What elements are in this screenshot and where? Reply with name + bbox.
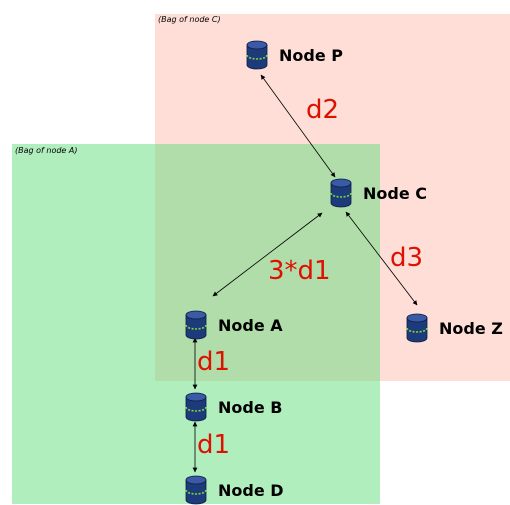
database-icon xyxy=(330,178,352,208)
database-icon xyxy=(185,475,207,505)
node-p-label: Node P xyxy=(279,45,343,65)
node-d-label: Node D xyxy=(218,480,284,500)
database-icon xyxy=(185,392,207,422)
node-a: Node A xyxy=(184,310,283,340)
node-a-label: Node A xyxy=(218,315,283,335)
database-icon xyxy=(246,40,268,70)
node-z: Node Z xyxy=(405,313,503,343)
node-c-label: Node C xyxy=(363,183,427,203)
distance-p-c: d2 xyxy=(306,95,340,125)
node-p: Node P xyxy=(245,40,343,70)
edge-p-c xyxy=(260,74,336,178)
distance-a-c: 3*d1 xyxy=(268,256,331,286)
database-icon xyxy=(406,313,428,343)
bag-node-c-label: (Bag of node C) xyxy=(158,15,221,24)
node-z-label: Node Z xyxy=(439,318,503,338)
database-icon xyxy=(185,310,207,340)
distance-a-b: d1 xyxy=(197,347,231,377)
bag-node-a-label: (Bag of node A) xyxy=(15,146,78,155)
node-d: Node D xyxy=(184,475,284,505)
distance-b-d: d1 xyxy=(197,430,231,460)
node-c: Node C xyxy=(329,178,427,208)
edge-a-c xyxy=(212,212,323,297)
node-b: Node B xyxy=(184,392,282,422)
distance-c-z: d3 xyxy=(390,243,424,273)
edge-c-z xyxy=(345,211,418,306)
node-b-label: Node B xyxy=(218,397,283,417)
